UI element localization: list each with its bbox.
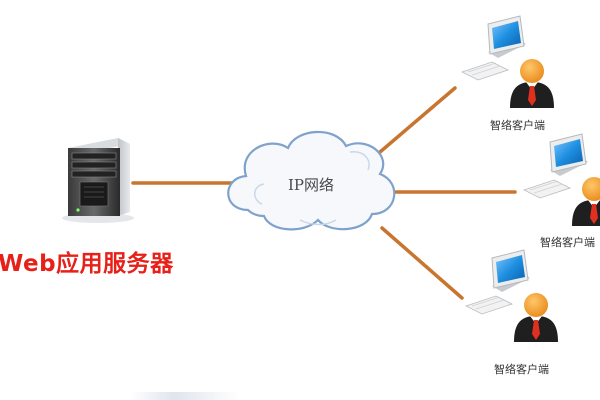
workstation-user-icon <box>460 15 554 108</box>
client-label-1: 智络客户端 <box>490 119 545 132</box>
connector-cloud-client-3 <box>380 226 464 300</box>
footer-artifact <box>130 392 240 400</box>
workstation-user-icon <box>522 133 600 226</box>
connector-cloud-client-1 <box>378 86 457 154</box>
workstation-user-icon <box>464 249 558 342</box>
client-label-3: 智络客户端 <box>494 363 549 376</box>
client-label-2: 智络客户端 <box>540 236 595 249</box>
server-tower-icon <box>62 138 134 223</box>
server-label: Web应用服务器 <box>0 251 174 277</box>
network-label: IP网络 <box>288 176 335 194</box>
cloud-icon <box>227 130 396 231</box>
connector-lines <box>131 86 517 300</box>
